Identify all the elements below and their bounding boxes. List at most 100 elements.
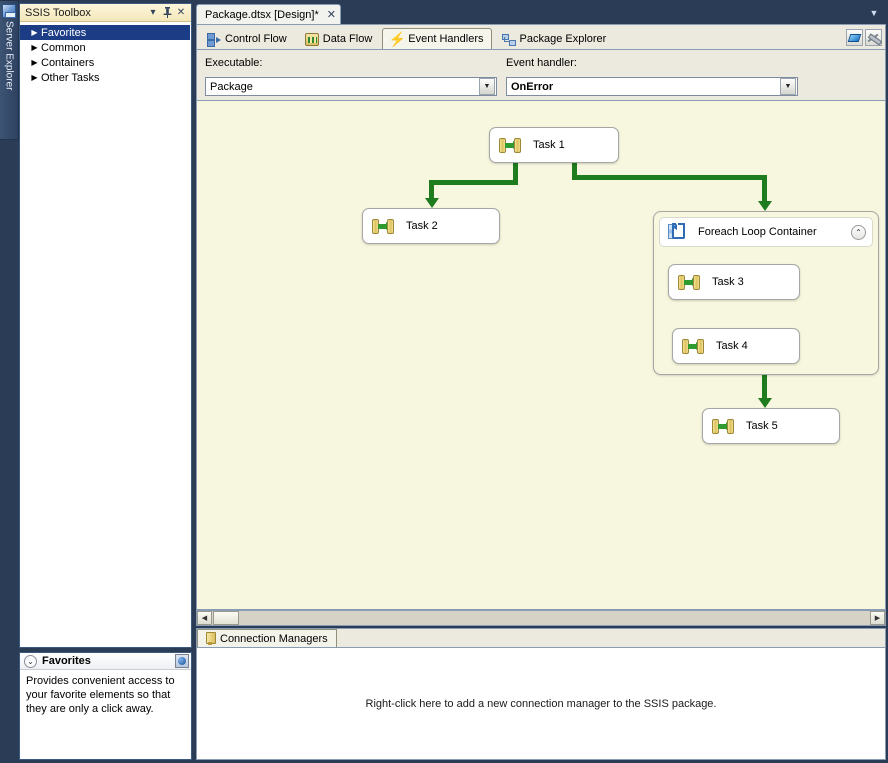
selector-bar: Executable: Package ▼ Event handler: OnE… xyxy=(196,50,886,146)
tab-label: Control Flow xyxy=(225,33,287,45)
task-node-label: Task 3 xyxy=(712,276,744,288)
connection-managers-body[interactable]: Right-click here to add a new connection… xyxy=(196,647,886,760)
favorites-panel-description: Provides convenient access to your favor… xyxy=(26,675,175,715)
expander-icon[interactable]: ▶ xyxy=(31,28,38,37)
connection-managers-pane: Connection Managers Right-click here to … xyxy=(196,628,886,760)
task-node-task5[interactable]: Task 5 xyxy=(702,408,840,444)
connector-task1-task2-down xyxy=(429,180,434,200)
sidebar-tab-server-explorer[interactable]: Server Explorer xyxy=(0,0,19,140)
canvas-horizontal-scrollbar[interactable]: ◀ ▶ xyxy=(196,610,886,626)
tab-control-flow[interactable]: Control Flow xyxy=(199,28,295,49)
task-node-label: Task 4 xyxy=(716,340,748,352)
favorites-panel-title: Favorites xyxy=(42,655,91,667)
toolbox-pin-button[interactable] xyxy=(160,6,174,20)
connector-task1-foreach-horizontal xyxy=(572,175,767,180)
chevron-down-icon[interactable]: ▼ xyxy=(780,78,796,95)
toolbox-dropdown-button[interactable]: ▾ xyxy=(150,6,156,18)
executable-combo[interactable]: Package ▼ xyxy=(205,77,497,96)
green-arrow-icon xyxy=(505,140,519,149)
toolbox-item-label: Containers xyxy=(41,56,95,69)
task-node-task2[interactable]: Task 2 xyxy=(362,208,500,244)
toolbox-item-label: Favorites xyxy=(41,26,87,39)
package-explorer-icon xyxy=(501,33,516,46)
scroll-left-button[interactable]: ◀ xyxy=(197,611,212,625)
cylinder-right xyxy=(697,338,704,354)
task-node-label: Task 5 xyxy=(746,420,778,432)
expander-icon[interactable]: ▶ xyxy=(31,73,38,82)
tab-label: Package Explorer xyxy=(519,33,607,45)
green-arrow-icon xyxy=(688,341,702,350)
scrollbar-thumb[interactable] xyxy=(213,611,239,625)
executable-label: Executable: xyxy=(205,57,263,69)
task-node-task1[interactable]: Task 1 xyxy=(489,127,619,163)
tab-data-flow[interactable]: Data Flow xyxy=(297,28,381,49)
toolbox-titlebar: SSIS Toolbox ▾ ✕ xyxy=(20,4,191,22)
green-arrow-icon xyxy=(718,421,732,430)
toolbox-item-favorites[interactable]: ▶ Favorites xyxy=(20,25,190,40)
document-tab-row: Package.dtsx [Design]* ✕ xyxy=(196,2,886,24)
tools-button[interactable] xyxy=(865,29,882,46)
expander-icon[interactable]: ▶ xyxy=(31,58,38,67)
eraser-icon xyxy=(847,33,862,42)
document-tab-package-dtsx[interactable]: Package.dtsx [Design]* ✕ xyxy=(196,4,341,24)
cylinder-right xyxy=(387,218,394,234)
designer-tab-strip: Control Flow Data Flow ⚡ Event Handlers … xyxy=(196,24,886,50)
executable-value: Package xyxy=(210,80,253,93)
cylinder-right xyxy=(693,274,700,290)
toolbox-item-containers[interactable]: ▶ Containers xyxy=(20,55,191,70)
connector-arrow-task2 xyxy=(424,198,439,208)
task-node-task4[interactable]: Task 4 xyxy=(672,328,800,364)
toolbox-item-label: Other Tasks xyxy=(41,71,100,84)
toolbox-item-label: Common xyxy=(41,41,86,54)
server-explorer-icon xyxy=(2,4,16,18)
toolbox-close-button[interactable]: ✕ xyxy=(176,6,186,18)
loop-arrow xyxy=(672,223,677,230)
favorites-description-panel: ⌄ Favorites Provides convenient access t… xyxy=(19,652,192,760)
tools-icon xyxy=(867,32,880,44)
task-node-label: Task 1 xyxy=(533,139,565,151)
tab-connection-managers[interactable]: Connection Managers xyxy=(197,629,337,647)
tab-package-explorer[interactable]: Package Explorer xyxy=(494,28,615,49)
close-icon[interactable]: ✕ xyxy=(326,9,336,21)
event-handler-value: OnError xyxy=(511,80,554,93)
task-icon xyxy=(682,338,704,354)
help-icon[interactable] xyxy=(175,654,189,668)
connector-arrow-task5 xyxy=(757,398,772,408)
expander-icon[interactable]: ▶ xyxy=(31,43,38,52)
control-flow-icon xyxy=(207,32,221,47)
foreach-loop-container[interactable]: Foreach Loop Container ⌃ Task 3 xyxy=(653,211,879,375)
tab-event-handlers[interactable]: ⚡ Event Handlers xyxy=(382,28,492,49)
tab-label: Data Flow xyxy=(322,33,373,45)
chevron-down-icon[interactable]: ▼ xyxy=(479,78,495,95)
help-dot xyxy=(178,657,186,665)
design-canvas[interactable]: Foreach Loop Container ⌃ Task 3 xyxy=(196,100,886,610)
server-explorer-label: Server Explorer xyxy=(3,21,15,91)
connection-manager-icon xyxy=(205,632,216,645)
scroll-right-button[interactable]: ▶ xyxy=(870,611,885,625)
data-flow-icon xyxy=(304,32,319,46)
connection-managers-tab-row: Connection Managers xyxy=(196,628,886,647)
event-handler-combo[interactable]: OnError ▼ xyxy=(506,77,798,96)
task-node-label: Task 2 xyxy=(406,220,438,232)
document-area: ▼ Package.dtsx [Design]* ✕ Control Flow … xyxy=(196,2,886,760)
document-tab-label: Package.dtsx [Design]* xyxy=(205,8,319,21)
toolbox-item-common[interactable]: ▶ Common xyxy=(20,40,191,55)
window-dropdown-icon[interactable]: ▼ xyxy=(869,8,879,18)
collapse-icon[interactable]: ⌃ xyxy=(851,224,866,240)
collapse-icon[interactable]: ⌄ xyxy=(24,654,37,668)
designer-strip-tools xyxy=(846,29,882,46)
tab-label: Connection Managers xyxy=(220,632,328,645)
toolbox-item-other-tasks[interactable]: ▶ Other Tasks xyxy=(20,70,191,85)
eraser-button[interactable] xyxy=(846,29,863,46)
task-icon xyxy=(712,418,734,434)
event-handler-label: Event handler: xyxy=(506,57,577,69)
toolbox-tree: ▶ Favorites ▶ Common ▶ Containers ▶ Othe… xyxy=(20,22,191,647)
pin-icon xyxy=(163,7,171,18)
event-handlers-icon: ⚡ xyxy=(388,31,406,47)
foreach-loop-container-header[interactable]: Foreach Loop Container ⌃ xyxy=(659,217,873,247)
task-node-task3[interactable]: Task 3 xyxy=(668,264,800,300)
foreach-loop-icon xyxy=(668,222,686,241)
ssis-toolbox-panel: SSIS Toolbox ▾ ✕ ▶ Favorites ▶ Common xyxy=(19,3,192,648)
green-arrow-icon xyxy=(684,277,698,286)
